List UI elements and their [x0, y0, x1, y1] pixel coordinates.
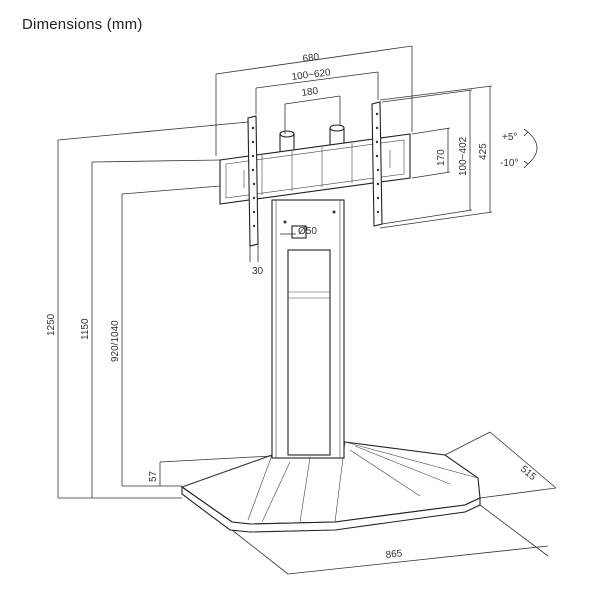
dim-tilt-up: +5° — [502, 132, 517, 143]
dim-1150: 1150 — [80, 318, 91, 340]
dim-100-620: 100~620 — [291, 67, 332, 83]
mount-plate — [219, 133, 411, 205]
dim-180: 180 — [301, 86, 319, 99]
dim-pole-diameter: Ø50 — [298, 226, 317, 237]
dim-515: 515 — [518, 464, 538, 483]
dim-920-1040: 920/1040 — [110, 320, 121, 362]
dim-680: 680 — [302, 52, 320, 65]
dimension-lines — [57, 45, 557, 575]
dim-425: 425 — [478, 143, 489, 160]
dim-1250: 1250 — [46, 313, 57, 336]
dimension-labels: 680 100~620 180 170 100~402 425 +5° -10°… — [46, 52, 538, 561]
dim-170: 170 — [436, 149, 447, 166]
dim-100-402: 100~402 — [458, 136, 469, 176]
page-title: Dimensions (mm) — [22, 16, 143, 33]
dim-30: 30 — [252, 266, 264, 277]
vertical-arms — [247, 101, 383, 247]
column — [271, 199, 345, 459]
dim-57: 57 — [148, 470, 159, 482]
dim-865: 865 — [385, 548, 403, 561]
dim-tilt-down: -10° — [500, 158, 518, 169]
